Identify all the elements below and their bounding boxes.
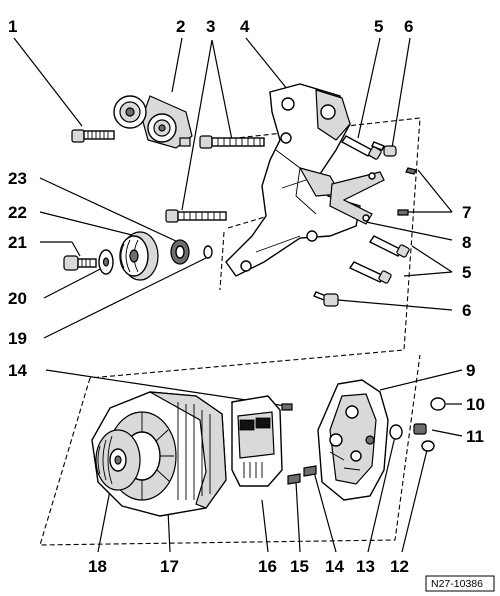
callout-23: 23 [8,169,27,188]
callout-15: 15 [290,557,309,576]
part-nut-11 [413,423,427,435]
callout-7: 7 [462,203,471,222]
part-washer-20 [98,249,114,275]
part-screw-14-lower [303,465,317,477]
part-screw-6-upper [371,141,397,157]
callout-6b: 6 [462,301,471,320]
callout-1: 1 [8,17,17,36]
assembly-boundary [39,117,421,546]
part-tensioner-2 [113,95,193,149]
part-cap-23 [170,239,190,265]
callout-11: 11 [466,427,484,446]
callout-22: 22 [8,203,27,222]
part-alternator-pulley-18 [95,429,141,491]
reference-label: N27-10386 [431,578,483,590]
callout-9: 9 [466,361,475,380]
callout-16: 16 [258,557,277,576]
part-bolt-3-upper [199,135,265,149]
callout-19: 19 [8,329,27,348]
part-screw-7 [397,167,417,216]
part-bolt-5-upper [340,135,382,160]
callout-21: 21 [8,233,27,252]
reference-label-box: N27-10386 [425,575,495,592]
callout-14b: 14 [325,557,344,576]
part-link-plate-8 [329,171,385,225]
callout-18: 18 [88,557,107,576]
callout-5b: 5 [462,263,471,282]
part-bolt-5-mid [368,235,410,258]
part-rear-cover-9 [317,379,389,501]
callout-13: 13 [356,557,375,576]
callout-10: 10 [466,395,485,414]
part-pulley-22 [119,231,159,281]
part-bolt-21 [63,255,97,271]
callout-12: 12 [390,557,409,576]
callout-4: 4 [240,17,250,36]
part-screw-15 [287,473,301,485]
part-bracket-4 [225,83,361,277]
part-washer-13 [389,424,403,440]
callout-3: 3 [206,17,215,36]
part-bolt-1 [71,129,115,143]
part-screw-14-upper [281,403,293,411]
callout-17: 17 [160,557,179,576]
part-regulator-16 [231,395,283,487]
part-bolt-3-lower [165,209,227,223]
callout-6: 6 [404,17,413,36]
callout-20: 20 [8,289,27,308]
callout-2: 2 [176,17,185,36]
callout-5: 5 [374,17,383,36]
part-nut-10 [430,397,446,411]
part-nut-12 [421,440,435,452]
callout-14: 14 [8,361,27,380]
part-bolt-5-lower [348,261,392,284]
part-ring-19 [203,245,213,259]
callout-8: 8 [462,233,471,252]
part-screw-6-lower [313,291,339,307]
callout-labels: 1 2 3 4 5 6 23 22 21 20 19 7 8 5 6 14 9 … [8,17,485,576]
